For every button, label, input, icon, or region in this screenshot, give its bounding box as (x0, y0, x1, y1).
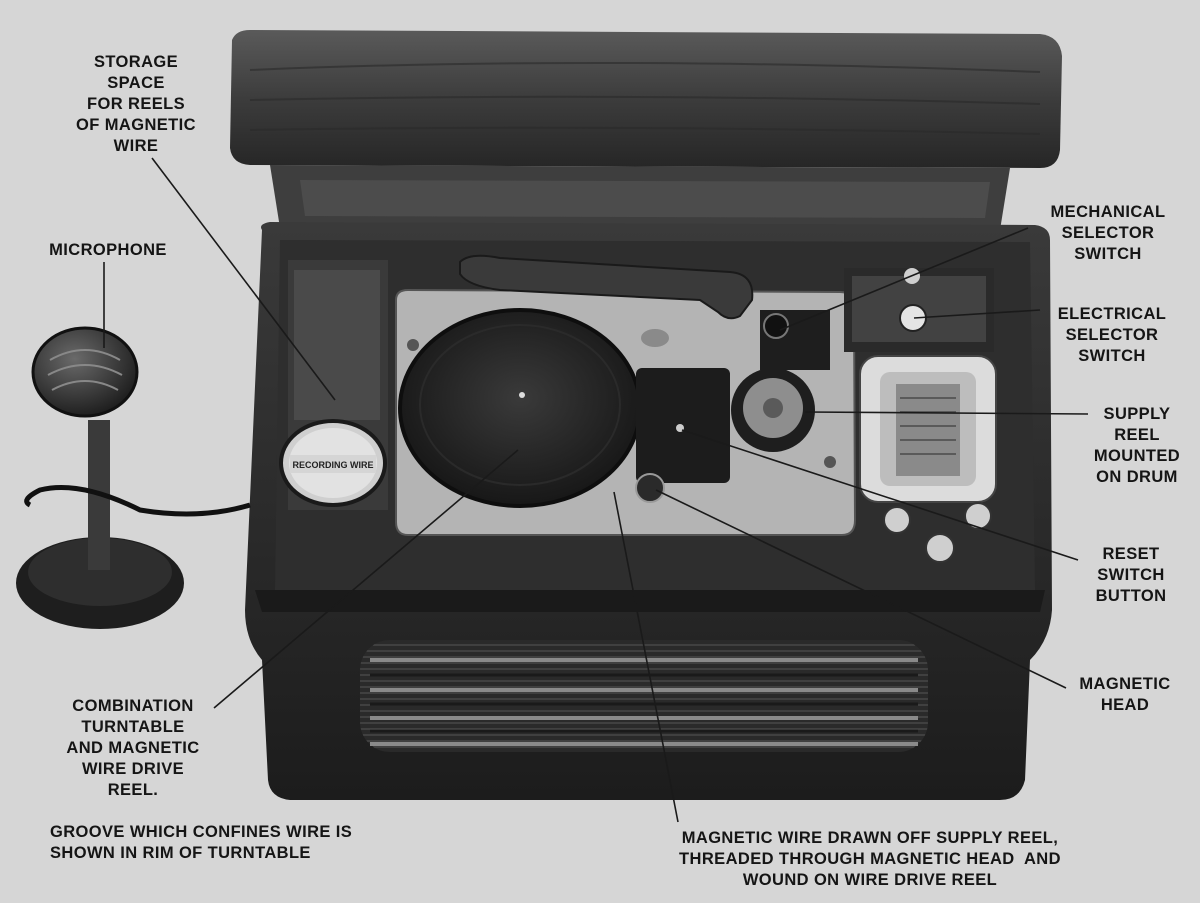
label-microphone: MICROPHONE (49, 241, 167, 259)
label-supply-reel: SUPPLY REEL MOUNTED ON DRUM (1093, 405, 1181, 486)
turntable (398, 308, 642, 508)
leader-turntable (213, 449, 519, 709)
label-wire-path: MAGNETIC WIRE DRAWN OFF SUPPLY REEL, THR… (679, 829, 1061, 889)
leader-magnetic-head (655, 489, 1067, 689)
control-knob (925, 533, 955, 563)
leader-supply-reel (804, 411, 1089, 415)
leader-electrical-switch (913, 309, 1041, 319)
microphone-cable (24, 485, 251, 517)
leader-wire-path (613, 491, 679, 823)
control-knob (964, 502, 992, 530)
tone-arm (459, 254, 754, 320)
leader-storage (151, 157, 336, 401)
dial-window (896, 384, 960, 476)
reel-label-text: RECORDING WIRE (293, 460, 374, 470)
label-electrical-selector-switch: ELECTRICAL SELECTOR SWITCH (1057, 305, 1167, 365)
label-groove-note: GROOVE WHICH CONFINES WIRE IS SHOWN IN R… (50, 823, 353, 862)
microphone-head (31, 326, 139, 418)
magnetic-head (635, 473, 665, 503)
label-mechanical-selector-switch: MECHANICAL SELECTOR SWITCH (1050, 203, 1166, 263)
leader-reset-switch (681, 429, 1079, 561)
lid-grain (249, 61, 1041, 135)
label-magnetic-head: MAGNETIC HEAD (1079, 675, 1171, 714)
mechanical-selector-switch-knob (763, 313, 789, 339)
leader-mechanical-switch (779, 227, 1029, 331)
label-storage-space: STORAGE SPACE FOR REELS OF MAGNETIC WIRE (76, 53, 196, 155)
label-combination-turntable: COMBINATION TURNTABLE AND MAGNETIC WIRE … (66, 697, 200, 799)
speaker-grille (360, 640, 928, 752)
label-reset-switch-button: RESET SWITCH BUTTON (1095, 545, 1167, 605)
control-knob (883, 506, 911, 534)
